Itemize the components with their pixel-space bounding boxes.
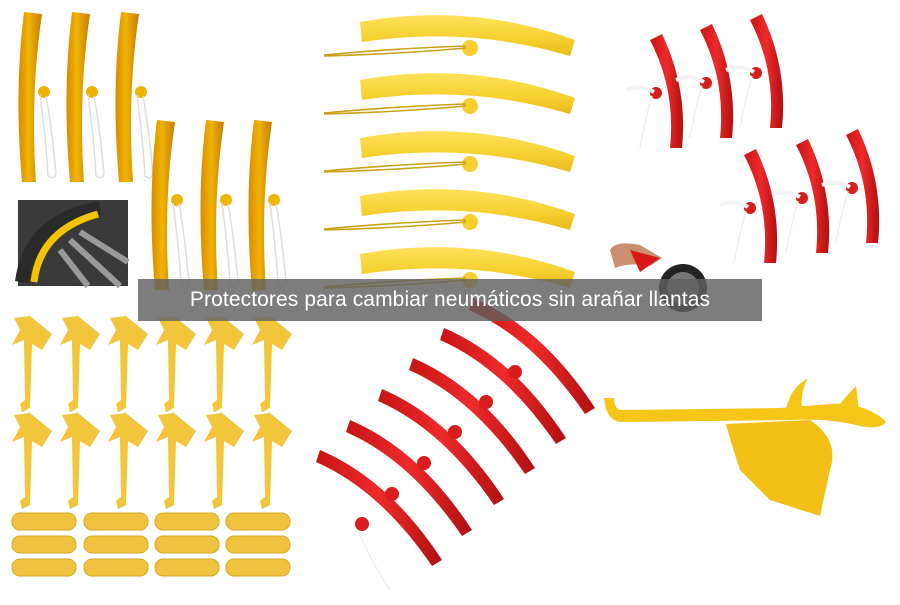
wheel-inset-photo (15, 200, 130, 289)
yellow-rim-protectors-panel (323, 15, 576, 289)
red-curved-protectors-panel (316, 298, 595, 591)
caption-text: Protectores para cambiar neumáticos sin … (189, 288, 711, 311)
red-rim-protectors-panel (610, 12, 882, 312)
caption-banner: Protectores para cambiar neumáticos sin … (138, 279, 762, 321)
yellow-clips-panel (11, 316, 292, 577)
yellow-bead-tool-panel (604, 378, 886, 516)
orange-rim-protectors-panel (15, 11, 287, 291)
